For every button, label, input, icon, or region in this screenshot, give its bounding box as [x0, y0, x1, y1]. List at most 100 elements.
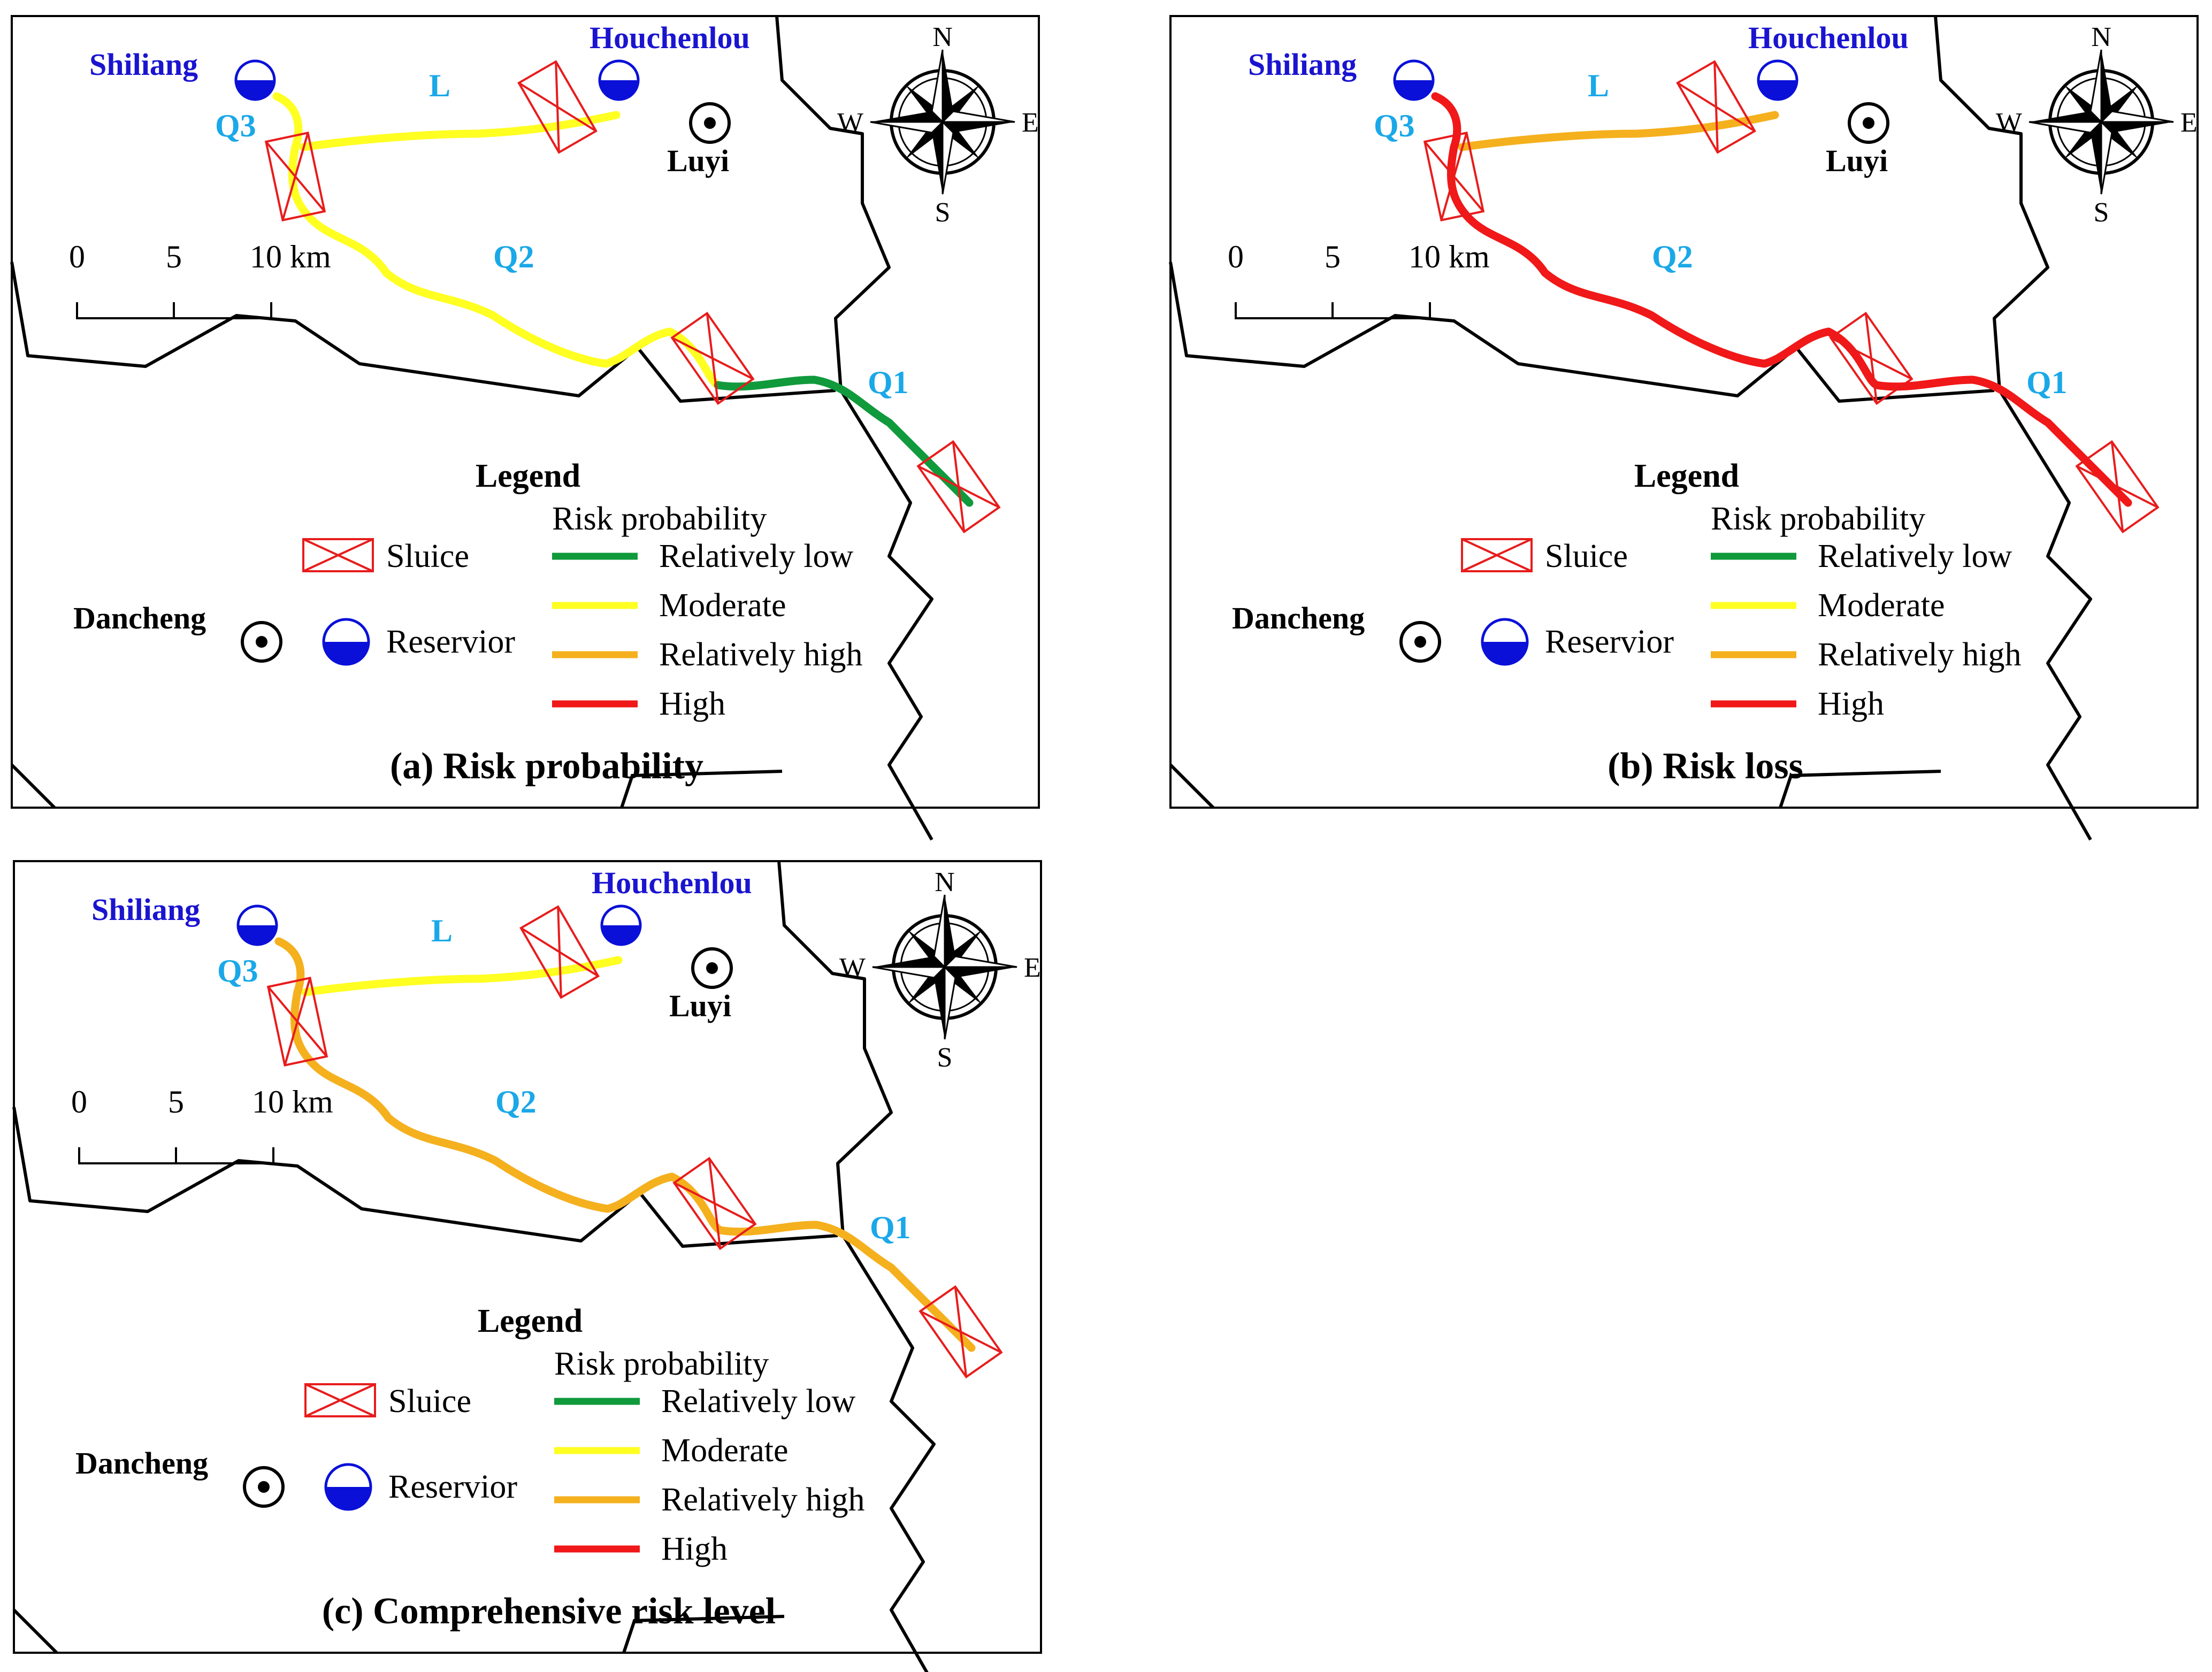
- river-segment-Q1: [716, 1221, 976, 1352]
- city-marker-dancheng-icon: [241, 621, 282, 663]
- place-label-luyi: Luyi: [1826, 143, 1888, 178]
- river-segment-Q1: [1872, 375, 2132, 507]
- legend-label-moderate: Moderate: [1818, 587, 1945, 624]
- segment-label-L: L: [429, 68, 450, 103]
- river-segment-Q1: [714, 375, 974, 507]
- legend-label-relatively-low: Relatively low: [661, 1383, 856, 1420]
- sluice-icon: [519, 905, 600, 999]
- reservoir-shiliang-icon: [1393, 59, 1435, 101]
- sluice-icon: [1676, 60, 1756, 154]
- reservoir-shiliang-icon: [236, 904, 278, 946]
- compass-south-label: S: [2094, 197, 2109, 228]
- sluice-icon: [266, 976, 328, 1067]
- boundary-lines: [1170, 16, 2198, 840]
- legend-title: Legend: [1634, 458, 1739, 494]
- reservoir-houchenlou-icon: [600, 904, 642, 946]
- river-segment-L: [1458, 111, 1779, 151]
- scale-label-10km: 10 km: [1409, 239, 1490, 274]
- compass-north-label: N: [932, 22, 953, 52]
- place-label-shiliang: Shiliang: [91, 892, 200, 927]
- scale-label-5: 5: [166, 239, 182, 274]
- place-label-luyi: Luyi: [669, 988, 731, 1023]
- segment-label-Q2: Q2: [493, 239, 534, 274]
- place-label-shiliang: Shiliang: [1248, 47, 1357, 82]
- legend-reservoir-label: Reservior: [386, 624, 515, 660]
- river-segment-Q3: [272, 92, 303, 151]
- legend-sluice-label: Sluice: [386, 538, 469, 574]
- map-panel-a: ShiliangHouchenlouLuyiDanchengLQ3Q2Q1NSE…: [12, 16, 1039, 840]
- legend-subtitle: Risk probability: [1711, 501, 1925, 537]
- map-panel-b: ShiliangHouchenlouLuyiDanchengLQ3Q2Q1NSE…: [1170, 16, 2198, 840]
- panel-title-c: (c) Comprehensive risk level: [322, 1591, 776, 1632]
- compass-north-label: N: [2091, 22, 2111, 52]
- compass-east-label: E: [1022, 108, 1039, 138]
- legend-label-high: High: [659, 686, 725, 722]
- legend-label-relatively-high: Relatively high: [661, 1482, 865, 1518]
- scale-label-5: 5: [168, 1084, 184, 1119]
- place-label-houchenlou: Houchenlou: [590, 20, 750, 55]
- legend-label-relatively-high: Relatively high: [1818, 636, 2022, 673]
- place-label-dancheng: Dancheng: [1232, 601, 1365, 635]
- legend-reservoir-icon: [1481, 618, 1529, 666]
- city-marker-dancheng-icon: [1399, 621, 1441, 663]
- place-label-dancheng: Dancheng: [75, 1446, 208, 1481]
- sluice-icon: [264, 131, 326, 222]
- compass-west-label: W: [839, 953, 866, 983]
- boundary-lines: [12, 16, 1039, 840]
- legend-label-high: High: [1818, 686, 1884, 722]
- legend-sluice-label: Sluice: [388, 1383, 471, 1420]
- sluice-icon: [919, 1285, 1003, 1379]
- city-marker-luyi-icon: [691, 947, 733, 989]
- place-label-houchenlou: Houchenlou: [1748, 20, 1909, 55]
- compass-rose-icon: N S E W: [837, 22, 1039, 228]
- scale-label-10km: 10 km: [252, 1084, 333, 1119]
- compass-west-label: W: [1996, 108, 2022, 138]
- segment-label-Q1: Q1: [868, 365, 909, 400]
- legend-label-high: High: [661, 1531, 728, 1567]
- sluice-icon: [670, 311, 755, 405]
- sluice-icon: [916, 440, 1001, 534]
- river-segment-Q2: [288, 143, 722, 389]
- panel-title-a: (a) Risk probability: [390, 746, 703, 787]
- legend-sluice-icon: [304, 1383, 376, 1417]
- legend-reservoir-label: Reservior: [388, 1469, 517, 1505]
- place-label-shiliang: Shiliang: [89, 47, 198, 82]
- river-segment-L: [301, 956, 623, 996]
- river-segment-L: [299, 111, 621, 151]
- segment-label-L: L: [1588, 68, 1609, 103]
- legend-title: Legend: [478, 1303, 583, 1339]
- reservoir-houchenlou-icon: [598, 59, 640, 101]
- place-label-luyi: Luyi: [667, 143, 729, 178]
- compass-east-label: E: [1024, 953, 1041, 983]
- legend-label-relatively-low: Relatively low: [659, 538, 854, 574]
- segment-label-Q1: Q1: [870, 1210, 911, 1245]
- legend-title: Legend: [476, 458, 580, 494]
- compass-west-label: W: [837, 108, 863, 138]
- scale-label-5: 5: [1325, 239, 1341, 274]
- legend-sluice-label: Sluice: [1545, 538, 1628, 574]
- panel-title-b: (b) Risk loss: [1608, 746, 1803, 787]
- segment-label-Q1: Q1: [2026, 365, 2068, 400]
- place-label-dancheng: Dancheng: [73, 601, 206, 635]
- legend-reservoir-label: Reservior: [1545, 624, 1674, 660]
- legend-label-relatively-high: Relatively high: [659, 636, 863, 673]
- legend-label-moderate: Moderate: [661, 1432, 789, 1469]
- legend-label-moderate: Moderate: [659, 587, 786, 624]
- compass-south-label: S: [937, 1042, 953, 1073]
- reservoir-shiliang-icon: [234, 59, 276, 101]
- city-marker-luyi-icon: [689, 102, 731, 144]
- sluice-icon: [2075, 440, 2160, 534]
- compass-south-label: S: [935, 197, 951, 228]
- legend-sluice-icon: [1461, 538, 1533, 572]
- river-segment-Q3: [274, 937, 305, 996]
- legend-reservoir-icon: [324, 1463, 372, 1511]
